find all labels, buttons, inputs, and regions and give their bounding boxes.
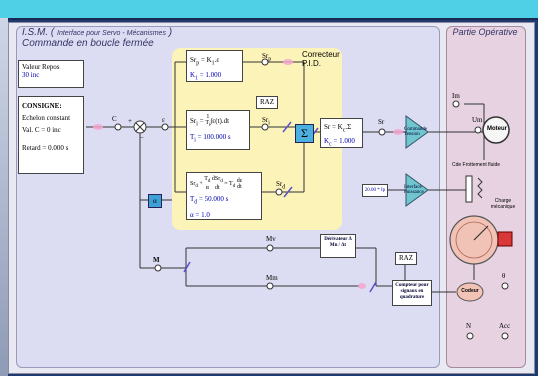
raz-counter-button[interactable]: RAZ bbox=[395, 252, 417, 265]
signal-m: M bbox=[153, 256, 160, 264]
left-strip bbox=[0, 18, 8, 376]
signal-mv: Mv bbox=[266, 235, 276, 243]
title-sub: Interface pour Servo - Mécanismes bbox=[57, 30, 166, 37]
operative-title: Partie Opérative bbox=[452, 27, 518, 37]
kc-block[interactable]: Sr = Kc.Σ Kc = 1.000 bbox=[320, 118, 363, 148]
signal-minus: − bbox=[140, 134, 144, 142]
signal-acc: Acc bbox=[499, 322, 511, 330]
pid-sum: Σ bbox=[295, 124, 314, 143]
app-title: I.S.M. ( Interface pour Servo - Mécanism… bbox=[22, 27, 172, 38]
compteur-block[interactable]: Compteur pour signaux en quadrature bbox=[392, 280, 432, 306]
signal-n: N bbox=[466, 322, 472, 330]
operative-panel bbox=[446, 26, 526, 368]
title-suffix: ) bbox=[168, 27, 173, 38]
kc-formula: Sr = Kc.Σ bbox=[324, 123, 352, 134]
sr-label: Sr bbox=[378, 118, 385, 126]
feedback-gain[interactable]: α bbox=[148, 194, 162, 208]
signal-um: Um bbox=[472, 116, 483, 124]
signal-eps: ε bbox=[162, 116, 165, 124]
signal-mn: Mm bbox=[266, 274, 278, 282]
consigne-val: Val. C = 0 inc bbox=[22, 126, 61, 134]
raz-button[interactable]: RAZ bbox=[256, 96, 278, 109]
repos-label: Valeur Repos bbox=[22, 63, 60, 71]
consigne-type: Echelon constant bbox=[22, 114, 71, 122]
signal-theta: θ bbox=[502, 272, 506, 280]
signal-im: Im bbox=[452, 92, 460, 100]
charge-label: Charge mécanique bbox=[490, 198, 516, 210]
consigne-retard: Retard = 0.000 s bbox=[22, 144, 69, 152]
frottement-label: Cde Frottement fluide bbox=[452, 162, 501, 168]
repos-value[interactable]: 30 inc bbox=[22, 71, 40, 79]
srp-label: Srp bbox=[262, 52, 272, 63]
td-value[interactable]: Td = 50.000 s bbox=[190, 195, 229, 206]
signal-plus: + bbox=[128, 117, 132, 125]
kc-value[interactable]: Kc = 1.000 bbox=[324, 137, 355, 148]
ti-value[interactable]: Ti = 100.000 s bbox=[190, 132, 231, 143]
consigne-title: CONSIGNE: bbox=[22, 102, 62, 110]
subtitle: Commande en boucle fermée bbox=[22, 38, 154, 49]
signal-c: C bbox=[112, 115, 117, 123]
top-bar bbox=[0, 0, 538, 20]
p-formula: Srp = K1.ε bbox=[190, 56, 220, 67]
derivateur-block[interactable]: Dérivateur Δ Mn / Δt bbox=[320, 234, 356, 258]
moteur-label: Moteur bbox=[487, 126, 507, 132]
alpha-value[interactable]: α = 1.0 bbox=[190, 210, 210, 219]
repos-box[interactable]: Valeur Repos 30 inc bbox=[18, 60, 84, 88]
p-block[interactable]: Srp = K1.ε K1 = 1.000 bbox=[186, 50, 243, 82]
codeur-label: Codeur bbox=[461, 288, 479, 294]
pid-title: Correcteur P.I.D. bbox=[302, 50, 340, 68]
sri-label: Sri bbox=[262, 116, 270, 127]
k1-value[interactable]: K1 = 1.000 bbox=[190, 71, 222, 82]
title-prefix: I.S.M. ( bbox=[22, 27, 55, 38]
commande-tension-label: Commande Tension bbox=[404, 127, 428, 137]
srd-label: Srd bbox=[276, 180, 286, 191]
consigne-box[interactable]: CONSIGNE: Echelon constant Val. C = 0 in… bbox=[18, 96, 84, 174]
sat-value-box[interactable]: 20.00 * Ip bbox=[362, 184, 388, 197]
interface-puissance-label: Interface Puissance bbox=[404, 185, 424, 195]
